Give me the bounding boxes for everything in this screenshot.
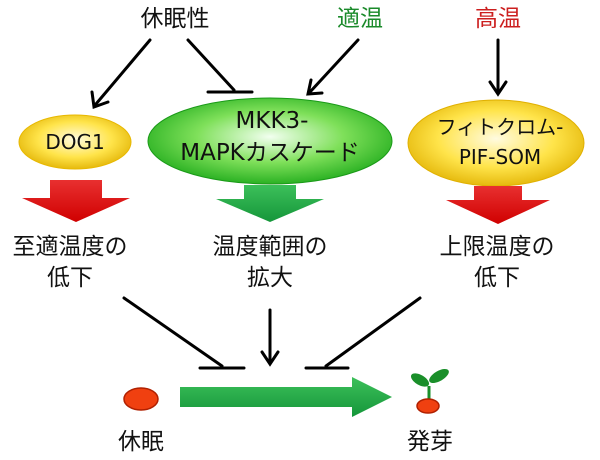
green-block-arrow-center <box>216 185 324 222</box>
inhibit-right-to-germination <box>304 296 422 370</box>
effect-right-line2: 低下 <box>474 265 520 291</box>
dog1-label: DOG1 <box>45 130 104 154</box>
dormant-label: 休眠 <box>118 429 164 455</box>
effect-center-line2: 拡大 <box>247 265 293 291</box>
mkk3-mapk-cascade-node: MKK3- MAPKカスケード <box>147 97 393 185</box>
effect-left-line2: 低下 <box>47 265 93 291</box>
arrow-dormancy-to-dog1 <box>90 38 152 110</box>
optimal-temperature-label: 適温 <box>337 6 383 32</box>
arrow-optimal-to-mkk3 <box>306 38 360 96</box>
effect-left-line1: 至適温度の <box>13 234 128 260</box>
effect-right-line1: 上限温度の <box>440 234 555 260</box>
effect-center-line1: 温度範囲の <box>213 234 328 260</box>
high-temperature-label: 高温 <box>475 6 521 32</box>
seedling-icon <box>410 369 449 414</box>
phytochrome-label-line1: フィトクロム- <box>437 115 564 139</box>
arrow-center-to-germination <box>260 308 280 367</box>
dog1-node: DOG1 <box>18 114 132 170</box>
red-block-arrow-left <box>22 180 130 222</box>
mkk3-label-line2: MAPKカスケード <box>180 140 360 166</box>
inhibit-dormancy-to-mkk3 <box>186 38 254 94</box>
phytochrome-pif-som-node: フィトクロム- PIF-SOM <box>407 99 585 187</box>
phytochrome-label-line2: PIF-SOM <box>459 145 541 169</box>
dormant-seed-icon <box>123 387 159 411</box>
red-block-arrow-right <box>446 186 550 224</box>
germination-label: 発芽 <box>407 429 453 455</box>
arrow-high-to-phytochrome <box>488 38 508 97</box>
mkk3-label-line1: MKK3- <box>236 108 309 134</box>
inhibit-left-to-germination <box>122 296 246 370</box>
dormancy-label: 休眠性 <box>141 6 210 32</box>
green-main-arrow <box>180 377 392 417</box>
